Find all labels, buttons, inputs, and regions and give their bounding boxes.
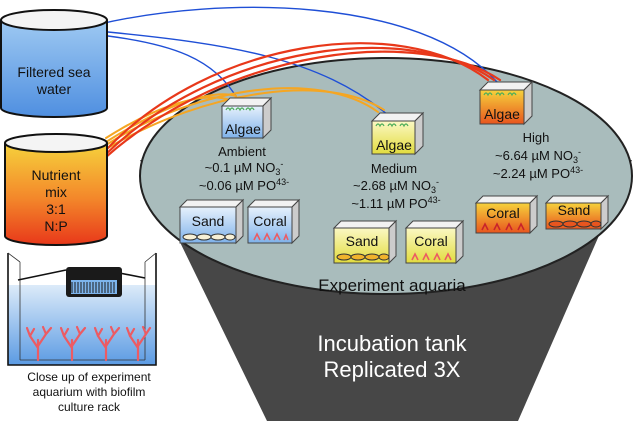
treatment-high: Algae High ~6.64 µM NO3- ~2.24 µM PO43- … <box>474 80 610 235</box>
high-no3: ~6.64 µM NO3- <box>495 147 581 165</box>
sand-disc-icon <box>182 233 236 241</box>
medium-coral-tank: Coral <box>404 219 465 265</box>
coral-icon <box>411 252 452 261</box>
closeup-aquarium <box>7 252 157 366</box>
high-sand-label: Sand <box>558 202 591 218</box>
ambient-sand-label: Sand <box>192 213 225 229</box>
medium-name: Medium <box>371 161 417 176</box>
nutrient-label-line2: mix <box>45 184 67 200</box>
medium-algae-label: Algae <box>376 137 412 153</box>
tank-title: Incubation tank <box>317 331 467 356</box>
seawater-bucket: Filtered sea water <box>0 9 108 118</box>
treatment-medium: Algae Medium ~2.68 µM NO3- ~1.11 µM PO43… <box>332 111 465 265</box>
seawater-line-to-high <box>99 6 498 83</box>
seawater-label-line1: Filtered sea <box>17 64 90 80</box>
medium-po4: ~1.11 µM PO43- <box>351 195 440 211</box>
tubing <box>99 6 502 159</box>
high-coral-label: Coral <box>486 205 519 221</box>
nutrient-label-line4: N:P <box>44 218 67 234</box>
closeup-caption-line2: aquarium with biofilm <box>33 385 146 399</box>
nutrient-label-line3: 3:1 <box>46 201 66 217</box>
ambient-algae-label: Algae <box>225 121 261 137</box>
ambient-name: Ambient <box>218 144 266 159</box>
closeup-caption-line1: Close up of experiment <box>27 370 151 384</box>
high-algae-label: Algae <box>484 106 520 122</box>
ambient-po4: ~0.06 µM PO43- <box>199 177 289 193</box>
high-sand-tank: Sand <box>544 194 610 231</box>
tank-replicates: Replicated 3X <box>324 357 461 382</box>
coral-icon <box>481 222 525 231</box>
nutrient-line-red-3 <box>104 50 502 159</box>
seawater-label-line2: water <box>36 81 72 97</box>
ambient-coral-label: Coral <box>253 213 286 229</box>
nutrient-line-orange-3 <box>105 87 379 146</box>
bucket-icon <box>4 143 108 246</box>
nutrient-line-orange-4 <box>105 89 385 150</box>
ambient-coral-tank: Coral <box>246 198 301 245</box>
medium-sand-label: Sand <box>346 233 379 249</box>
ambient-algae-tank: Algae <box>220 96 273 140</box>
coral-icon <box>253 232 289 241</box>
sand-disc-icon <box>336 253 390 261</box>
sand-disc-icon <box>548 220 602 228</box>
medium-coral-label: Coral <box>414 233 447 249</box>
high-name: High <box>523 130 550 145</box>
medium-sand-tank: Sand <box>332 219 398 265</box>
bucket-icon <box>0 20 108 118</box>
nutrient-line-orange-1 <box>105 96 231 139</box>
nutrient-bucket: Nutrient mix 3:1 N:P <box>4 133 108 246</box>
ambient-sand-tank: Sand <box>178 198 245 245</box>
closeup-caption-line3: culture rack <box>58 400 121 414</box>
high-coral-tank: Coral <box>474 194 539 235</box>
treatment-ambient: Algae Ambient ~0.1 µM NO3- ~0.06 µM PO43… <box>178 96 301 245</box>
biofilm-rack-icon <box>17 267 146 297</box>
aquarium-icon <box>8 285 156 365</box>
medium-no3: ~2.68 µM NO3- <box>353 177 439 195</box>
medium-algae-tank: Algae <box>370 111 425 156</box>
nutrient-label-line1: Nutrient <box>31 167 80 183</box>
coral-icon <box>25 325 152 362</box>
tank-area-label: Experiment aquaria <box>318 276 466 295</box>
high-algae-tank: Algae <box>478 80 534 126</box>
seawater-line-to-ambient <box>107 35 239 101</box>
ambient-no3: ~0.1 µM NO3- <box>205 159 284 177</box>
high-po4: ~2.24 µM PO43- <box>493 165 583 181</box>
